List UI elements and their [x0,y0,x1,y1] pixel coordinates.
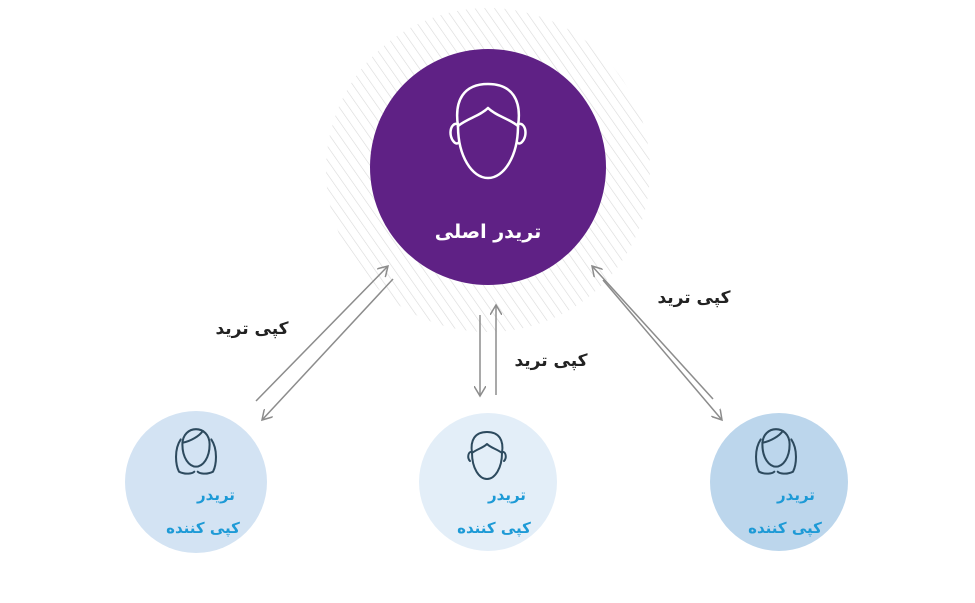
follower-circle [419,413,557,551]
follower-circle [710,413,848,551]
edge-label-right: کپی ترید [657,288,730,308]
follower-node-center: تریدر کپی کننده [419,413,557,551]
follower-line2: کپی کننده [166,519,240,538]
follower-line1: تریدر [487,486,526,504]
follower-line1: تریدر [196,486,235,504]
follower-node-left: تریدر کپی کننده [125,411,267,553]
female-face-icon [755,428,797,475]
edge-label-center: کپی ترید [514,351,587,371]
edge-label-left: کپی ترید [215,319,288,339]
follower-node-right: تریدر کپی کننده [710,413,848,551]
master-circle [370,49,606,285]
master-label: تریدر اصلی [435,221,541,243]
edge-right-arrows [592,266,722,420]
follower-circle [125,411,267,553]
edge-left-arrows [255,266,394,420]
female-face-icon [175,428,217,475]
master-trader-node: تریدر اصلی [370,49,606,285]
male-face-icon [467,431,507,480]
follower-line2: کپی کننده [457,519,531,538]
follower-line1: تریدر [776,486,815,504]
male-face-icon [449,82,527,180]
follower-line2: کپی کننده [748,519,822,538]
edge-center-arrows [480,305,496,396]
